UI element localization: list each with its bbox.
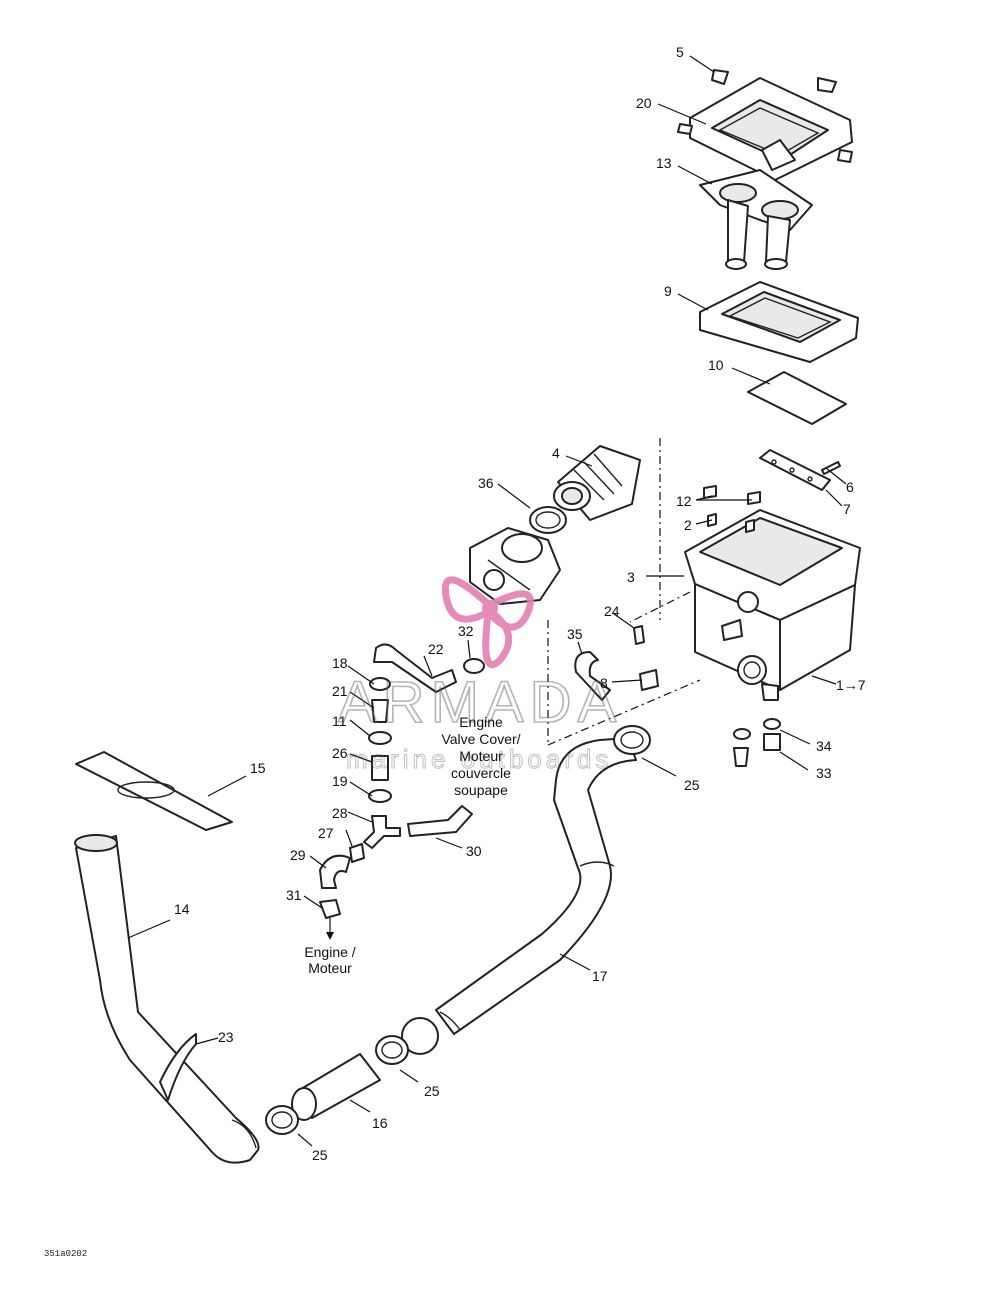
part-33-drain-valve <box>733 733 781 767</box>
callout-18: 18 <box>332 655 348 671</box>
callout-17: 17 <box>592 968 608 984</box>
part-19-clamp <box>368 789 392 803</box>
callout-6: 6 <box>846 479 854 495</box>
callout-33: 33 <box>816 765 832 781</box>
part-6-screw <box>821 461 841 475</box>
part-30-hose <box>407 805 473 837</box>
part-31-clamp <box>319 899 341 919</box>
callout-10: 10 <box>708 357 724 373</box>
callout-30: 30 <box>466 843 482 859</box>
logo-blade-1 <box>441 576 491 623</box>
part-34-clamp <box>733 718 781 740</box>
callout-25-upper: 25 <box>684 777 700 793</box>
part-25-clamp-middle <box>375 1017 439 1065</box>
part-17-intake-hose <box>435 737 637 1035</box>
callout-21: 21 <box>332 683 348 699</box>
callout-20: 20 <box>636 95 652 111</box>
part-7-bracket-plate <box>759 449 831 491</box>
throttle-body <box>469 527 561 605</box>
callout-29: 29 <box>290 847 306 863</box>
callout-26: 26 <box>332 745 348 761</box>
callout-28: 28 <box>332 805 348 821</box>
engine-note-line-1: Engine / <box>304 944 355 960</box>
callout-32: 32 <box>458 623 474 639</box>
valve-cover-note: Engine Valve Cover/ Moteur couvercle sou… <box>441 714 520 798</box>
engine-note: Engine / Moteur <box>304 944 355 976</box>
part-15-mat <box>75 751 233 831</box>
part-24-screw <box>633 625 645 645</box>
part-14-intake-pipe <box>74 834 260 1164</box>
engine-arrow <box>326 918 334 940</box>
callout-7: 7 <box>843 501 851 517</box>
callout-5: 5 <box>676 44 684 60</box>
armada-watermark: ARMADA marine outboards <box>337 576 622 775</box>
callout-27: 27 <box>318 825 334 841</box>
part-28-tee-fitting <box>363 815 401 849</box>
figure-reference: 351a0202 <box>44 1249 87 1259</box>
part-10-filter-pad <box>747 371 847 425</box>
part-4-intake-boot <box>553 445 641 521</box>
callout-16: 16 <box>372 1115 388 1131</box>
part-25-clamp-lower <box>265 1105 299 1135</box>
callout-1-7: 1→7 <box>836 677 866 693</box>
callout-25-lower: 25 <box>312 1147 328 1163</box>
part-11-clamp <box>368 731 392 745</box>
callout-35: 35 <box>567 626 583 642</box>
callout-19: 19 <box>332 773 348 789</box>
watermark-brand: ARMADA <box>338 670 622 735</box>
callout-12: 12 <box>676 493 692 509</box>
logo-hub <box>482 600 498 616</box>
part-13-silencer-tubes <box>699 169 813 270</box>
propeller-logo <box>441 576 534 669</box>
part-16-tube <box>291 1053 381 1121</box>
callout-labels: 5 20 13 9 10 4 36 6 7 12 2 3 24 35 8 1→7… <box>174 44 866 1163</box>
valve-cover-note-line-2: Valve Cover/ <box>441 731 520 747</box>
callout-23: 23 <box>218 1029 234 1045</box>
part-18-clamp <box>369 677 391 691</box>
callout-2: 2 <box>684 517 692 533</box>
part-8-clamp <box>639 669 659 691</box>
callout-15: 15 <box>250 760 266 776</box>
callout-31: 31 <box>286 887 302 903</box>
callout-34: 34 <box>816 738 832 754</box>
callout-25-middle: 25 <box>424 1083 440 1099</box>
callout-24: 24 <box>604 603 620 619</box>
part-2-grommet <box>707 513 755 533</box>
part-35-hose <box>574 651 611 701</box>
callout-36: 36 <box>478 475 494 491</box>
callout-9: 9 <box>664 283 672 299</box>
engine-note-line-2: Moteur <box>308 960 352 976</box>
part-21-restrictor <box>371 699 389 723</box>
part-27-connector <box>349 843 365 863</box>
valve-cover-note-line-4: couvercle <box>451 765 511 781</box>
part-1-air-box <box>684 509 861 701</box>
part-22-hose <box>373 643 457 693</box>
part-5-clip <box>711 69 729 85</box>
part-9-filter-frame <box>699 281 859 363</box>
valve-cover-note-line-3: Moteur <box>459 748 503 764</box>
logo-blade-3 <box>482 611 513 669</box>
part-25-clamp-upper <box>613 725 651 755</box>
part-20-air-box-cover <box>677 77 853 181</box>
callout-13: 13 <box>656 155 672 171</box>
callout-3: 3 <box>627 569 635 585</box>
callout-11: 11 <box>332 713 347 729</box>
alignment-lines <box>547 438 701 746</box>
callout-4: 4 <box>552 445 560 461</box>
watermark-tagline: marine outboards <box>346 744 612 774</box>
callout-8: 8 <box>600 675 608 691</box>
leader-lines <box>127 55 847 1147</box>
part-12-nut <box>703 485 761 505</box>
part-26-hose <box>371 755 389 781</box>
part-29-hose <box>319 854 351 889</box>
callout-14: 14 <box>174 901 190 917</box>
callout-22: 22 <box>428 641 444 657</box>
valve-cover-note-line-1: Engine <box>459 714 503 730</box>
part-32-clamp <box>463 658 485 674</box>
valve-cover-note-line-5: soupape <box>454 782 508 798</box>
part-36-clamp <box>529 506 567 534</box>
